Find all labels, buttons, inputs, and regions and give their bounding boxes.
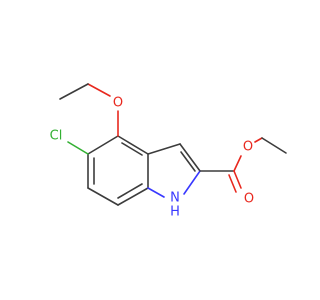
bond-c5-cl <box>67 141 89 155</box>
bond-methyl-methoxy <box>59 83 89 100</box>
bond-methyl-ester <box>261 137 287 154</box>
atom-hydrogen: H <box>170 205 180 220</box>
bond-c3a-c3 <box>147 143 181 155</box>
bond-c2-n1 <box>183 170 201 195</box>
molecule-structure: O Cl O O N H <box>50 83 287 220</box>
bond-carbonyl-o-double-a <box>233 170 242 189</box>
bond-o-ch3 <box>87 83 111 97</box>
bond-c3a-c4-double <box>121 142 143 156</box>
atom-o-carbonyl: O <box>244 192 254 207</box>
atom-o-methoxy: O <box>113 96 123 111</box>
bond-carbonyl-o-ester <box>233 155 242 172</box>
bond-c7-c7a <box>117 187 149 206</box>
bond-c3a-c4 <box>117 135 149 155</box>
bond-c6-c7 <box>87 187 119 206</box>
bond-o-ester-ch3 <box>254 137 263 143</box>
atom-nitrogen: N <box>170 191 180 206</box>
bond-c3-c2 <box>179 143 201 172</box>
bond-c3-c2-double <box>180 151 196 172</box>
atom-chlorine: Cl <box>50 129 63 144</box>
bond-c7-c7a-double <box>117 183 143 199</box>
bond-c4-c5 <box>87 135 119 155</box>
bond-carbonyl-o-double-b <box>228 174 237 193</box>
bond-n1-c7a <box>147 187 165 198</box>
atom-o-ester: O <box>243 140 253 155</box>
